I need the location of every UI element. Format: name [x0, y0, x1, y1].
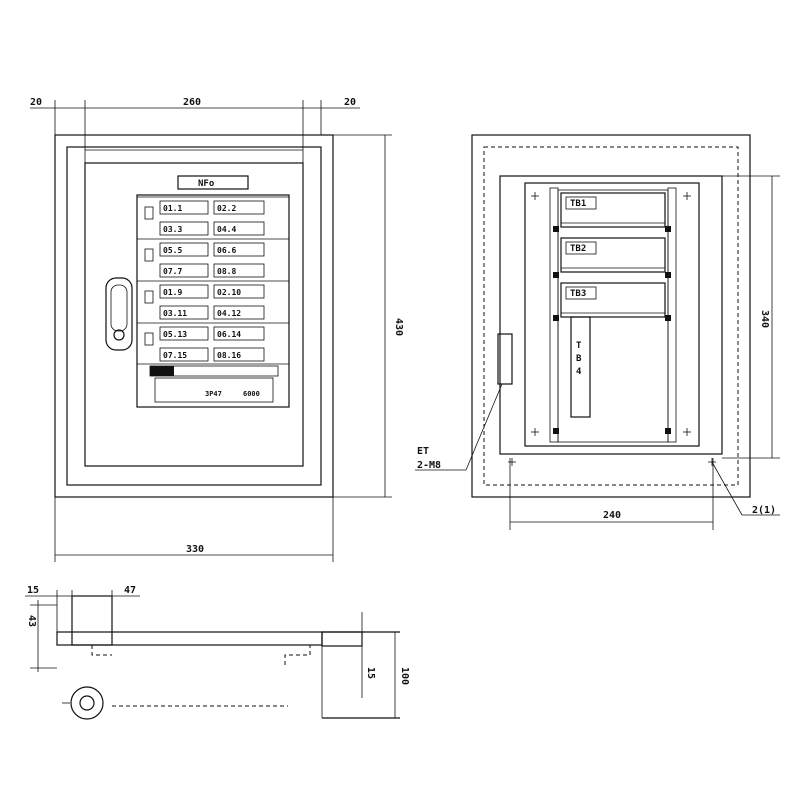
breaker-left-6[interactable] — [159, 305, 209, 320]
interior-dim-width: 240 — [603, 510, 621, 521]
interior-dim-height: 340 — [759, 310, 770, 328]
breaker-right-label-6: 04.12 — [217, 309, 241, 318]
breaker-left-label-2: 03.3 — [163, 225, 182, 234]
breaker-left-label-7: 05.13 — [163, 330, 187, 339]
callout-et-line2: 2-M8 — [417, 460, 441, 471]
interior-enclosure-outer — [471, 134, 751, 498]
breaker-right-label-1: 02.2 — [217, 204, 236, 213]
tb4-label: T B 4 — [576, 341, 587, 377]
breaker-right-label-2: 04.4 — [217, 225, 236, 234]
breaker-right-3[interactable] — [213, 242, 265, 257]
callout-right: 2(1) — [752, 505, 776, 516]
breaker-left-4[interactable] — [159, 263, 209, 278]
terminal-label-box-1 — [565, 196, 597, 210]
key-lock-icon — [113, 329, 125, 341]
breaker-left-7[interactable] — [159, 326, 209, 341]
breaker-right-2[interactable] — [213, 221, 265, 236]
lock-cylinder-outer — [70, 686, 104, 720]
din-frame — [524, 182, 700, 447]
terminal-label-1: TB1 — [570, 199, 586, 209]
terminal-bar-1 — [560, 192, 666, 228]
breaker-group-switch[interactable] — [144, 206, 154, 220]
breaker-left-label-6: 03.11 — [163, 309, 187, 318]
terminal-label-box-2 — [565, 241, 597, 255]
breaker-left-label-1: 01.1 — [163, 204, 182, 213]
side-dim-15b: 15 — [365, 667, 376, 679]
terminal-bar-2 — [560, 237, 666, 273]
earth-terminal — [497, 333, 513, 385]
breaker-left-5[interactable] — [159, 284, 209, 299]
terminal-bar-3 — [560, 282, 666, 318]
meter-block — [150, 366, 174, 376]
breaker-right-7[interactable] — [213, 326, 265, 341]
nameplate-text: NFo — [198, 179, 214, 189]
side-dim-100: 100 — [399, 667, 410, 685]
callout-et-line1: ET — [417, 446, 429, 457]
dim-width: 330 — [186, 544, 204, 555]
dim-top-right: 20 — [344, 97, 356, 108]
breaker-right-4[interactable] — [213, 263, 265, 278]
dim-top-left: 20 — [30, 97, 42, 108]
terminal-label-3: TB3 — [570, 289, 586, 299]
nameplate — [177, 175, 249, 190]
breaker-panel — [136, 194, 290, 408]
breaker-group-switch[interactable] — [144, 248, 154, 262]
component-area — [557, 189, 669, 443]
mounting-plate — [499, 175, 723, 455]
side-hinge-block — [71, 595, 113, 646]
breaker-right-label-7: 06.14 — [217, 330, 241, 339]
front-door — [84, 162, 304, 467]
dim-height: 430 — [393, 318, 404, 336]
terminal-label-box-3 — [565, 286, 597, 300]
bottom-label-b: 6000 — [243, 390, 260, 398]
breaker-right-label-4: 08.8 — [217, 267, 236, 276]
side-dim-15: 15 — [27, 585, 39, 596]
breaker-group-switch[interactable] — [144, 332, 154, 346]
front-enclosure-inner — [66, 146, 322, 486]
terminal-block-front — [154, 377, 274, 403]
interior-enclosure-dashed — [483, 146, 739, 486]
side-rear-block — [321, 631, 363, 647]
tb4-char-1: T — [576, 341, 582, 351]
mounting-holes — [508, 192, 716, 466]
breaker-right-6[interactable] — [213, 305, 265, 320]
terminal-label-2: TB2 — [570, 244, 586, 254]
breaker-right-label-3: 06.6 — [217, 246, 236, 255]
breaker-right-1[interactable] — [213, 200, 265, 215]
breaker-left-label-4: 07.7 — [163, 267, 182, 276]
breaker-left-2[interactable] — [159, 221, 209, 236]
front-view: 20 260 20 430 330 NFo 01.1 02.2 03.3 04.4 05… — [30, 97, 404, 562]
side-dim-47: 47 — [124, 585, 136, 596]
breaker-right-label-8: 08.16 — [217, 351, 241, 360]
tb4-char-2: B — [576, 354, 582, 364]
tb4-block — [570, 316, 591, 418]
breaker-group-switch[interactable] — [144, 290, 154, 304]
side-body — [56, 631, 323, 646]
breaker-rows: 01.1 02.2 03.3 04.4 05.5 06.6 07.7 08.8 01.9 02.1… — [137, 196, 289, 365]
breaker-left-label-3: 05.5 — [163, 246, 182, 255]
breaker-left-3[interactable] — [159, 242, 209, 257]
breaker-right-5[interactable] — [213, 284, 265, 299]
side-dim-43: 43 — [26, 615, 37, 627]
tb4-char-3: 4 — [576, 367, 582, 377]
side-view: 15 47 43 100 15 — [25, 585, 410, 720]
dim-top-mid: 260 — [183, 97, 201, 108]
breaker-left-8[interactable] — [159, 347, 209, 362]
breaker-left-label-8: 07.15 — [163, 351, 187, 360]
breaker-right-label-5: 02.10 — [217, 288, 241, 297]
bottom-label-a: 3P47 — [205, 390, 222, 398]
breaker-left-label-5: 01.9 — [163, 288, 182, 297]
breaker-left-1[interactable] — [159, 200, 209, 215]
breaker-right-8[interactable] — [213, 347, 265, 362]
front-enclosure-outer — [54, 134, 334, 498]
door-handle[interactable] — [105, 277, 133, 351]
lock-cylinder-icon — [79, 695, 95, 711]
